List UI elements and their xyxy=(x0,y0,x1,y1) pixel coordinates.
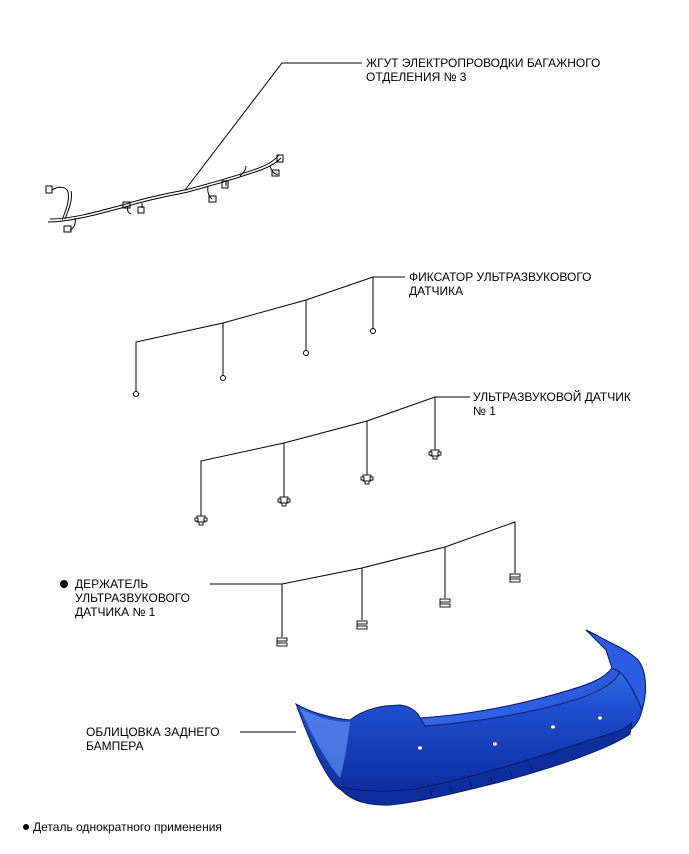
retainer-part xyxy=(133,391,139,397)
wire-harness-illustration xyxy=(45,154,284,233)
label-bumper-cover: ОБЛИЦОВКА ЗАДНЕГО БАМПЕРА xyxy=(86,725,220,753)
sensor-part xyxy=(194,515,208,526)
label-wire-harness: ЖГУТ ЭЛЕКТРОПРОВОДКИ БАГАЖНОГО ОТДЕЛЕНИЯ… xyxy=(366,56,601,84)
retainer-part xyxy=(303,350,309,356)
label-ultrasonic-sensor: УЛЬТРАЗВУКОВОЙ ДАТЧИК № 1 xyxy=(473,390,631,418)
label-sensor-retainer: ФИКСАТОР УЛЬТРАЗВУКОВОГО ДАТЧИКА xyxy=(409,270,592,298)
holder-part xyxy=(439,598,451,608)
legend-text: Деталь однократного применения xyxy=(33,820,222,834)
leader-lines xyxy=(135,62,516,733)
holder-part xyxy=(276,637,288,647)
holder-part xyxy=(509,573,521,583)
one-time-use-bullet-icon xyxy=(60,580,68,588)
sensor-retainers xyxy=(133,328,376,397)
bumper-cover-illustration xyxy=(295,629,646,806)
retainer-part xyxy=(220,375,226,381)
retainer-part xyxy=(370,328,376,334)
ultrasonic-sensors xyxy=(194,449,442,526)
sensor-part xyxy=(360,474,374,485)
legend-bullet-icon xyxy=(23,824,29,830)
sensor-holders xyxy=(276,573,521,647)
sensor-part xyxy=(277,496,291,507)
sensor-part xyxy=(428,449,442,460)
label-sensor-holder: ДЕРЖАТЕЛЬ УЛЬТРАЗВУКОВОГО ДАТЧИКА № 1 xyxy=(75,577,190,619)
holder-part xyxy=(356,620,368,630)
